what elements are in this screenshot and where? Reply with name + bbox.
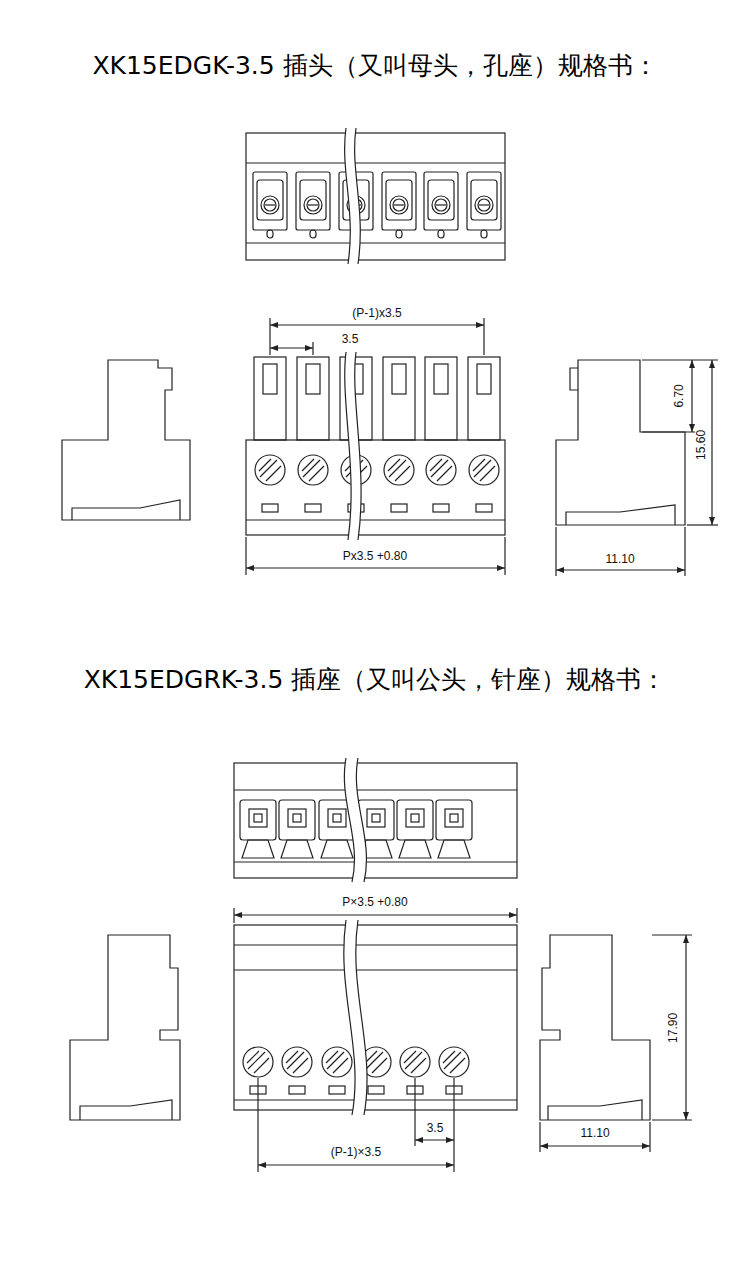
- dimension-label: 3.5: [340, 333, 361, 347]
- dimension-label: 15.60: [695, 428, 709, 462]
- dimension-label: 11.10: [603, 553, 636, 567]
- dimension-label: 17.90: [667, 1011, 681, 1045]
- dimension-label: (P-1)x3.5: [350, 307, 403, 321]
- plug-drawing: [62, 128, 718, 576]
- dimension-label: P×3.5 +0.80: [340, 896, 409, 910]
- dimension-label: 11.10: [578, 1127, 611, 1141]
- spec-heading: XK15EDGK-3.5 插头（又叫母头，孔座）规格书：: [90, 52, 659, 81]
- spec-heading: XK15EDGRK-3.5 插座（又叫公头，针座）规格书：: [82, 666, 669, 695]
- socket-drawing: [70, 758, 692, 1172]
- dimension-label: 3.5: [425, 1122, 446, 1136]
- dimension-label: Px3.5 +0.80: [341, 550, 409, 564]
- dimension-label: (P-1)×3.5: [329, 1146, 383, 1160]
- dimension-label: 6.70: [673, 382, 687, 409]
